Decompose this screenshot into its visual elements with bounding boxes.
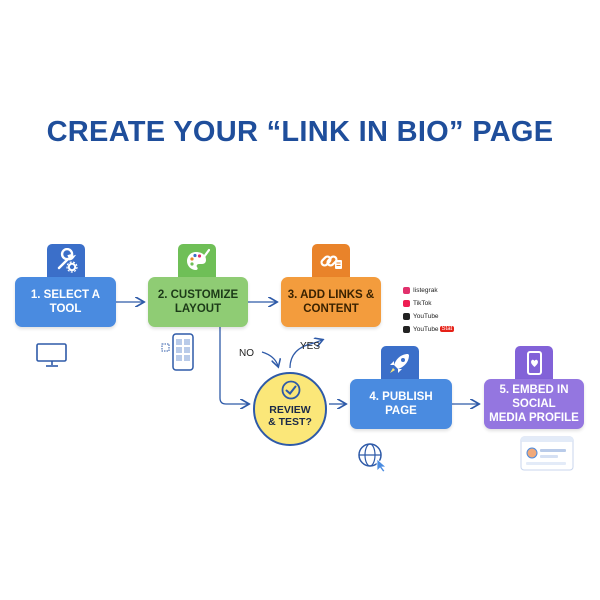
step1-label: 1. SELECT A TOOL [30,289,101,315]
step3-box: 3. ADD LINKS & CONTENT [281,277,381,327]
arrow-yes-branch [289,340,322,369]
link-icon [320,255,342,269]
phone-layout-icon [161,333,194,371]
step3-label: 3. ADD LINKS & CONTENT [287,289,375,315]
tiktok-icon [403,299,410,307]
wrench-gear-icon [57,248,78,273]
step4-label: 4. PUBLISH PAGE [369,391,433,417]
youtube-icon [403,312,410,320]
step2-icon-tab [178,244,216,278]
step3-icon-tab [312,244,350,278]
checkmark-icon [281,380,301,400]
profile-card-icon [520,436,574,471]
decision-label: REVIEW & TEST? [268,404,312,428]
social-platform-list: Iistegrak TikTok YouTube YouTube Stat [403,284,455,336]
social-item: TikTok [403,297,454,309]
rocket-icon [390,354,409,373]
step5-box: 5. EMBED IN SOCIAL MEDIA PROFILE [484,379,584,429]
step2-label: 2. CUSTOMIZE LAYOUT [157,289,239,315]
review-test-decision: REVIEW & TEST? [253,372,327,446]
no-branch-label: NO [239,348,254,359]
phone-heart-icon [527,351,542,375]
step5-label: 5. EMBED IN SOCIAL MEDIA PROFILE [489,384,579,424]
social-item: YouTube Stat [403,323,455,335]
instagram-icon [403,286,410,294]
step1-box: 1. SELECT A TOOL [15,277,116,327]
social-item: YouTube [403,310,454,322]
step5-icon-tab [515,346,553,380]
tiktok-icon [403,325,410,333]
step2-box: 2. CUSTOMIZE LAYOUT [148,277,248,327]
palette-brush-icon [187,248,210,270]
page-title: CREATE YOUR “LINK IN BIO” PAGE [46,116,554,148]
arrow-no-branch [261,351,278,366]
badge: Stat [439,326,455,332]
monitor-icon [36,343,67,367]
social-item: Iistegrak [403,284,454,296]
step1-icon-tab [47,244,85,278]
step4-icon-tab [381,346,419,380]
yes-branch-label: YES [300,341,321,352]
step4-box: 4. PUBLISH PAGE [350,379,452,429]
arrow-step2-decision [219,327,248,404]
globe-cursor-icon [358,443,388,472]
